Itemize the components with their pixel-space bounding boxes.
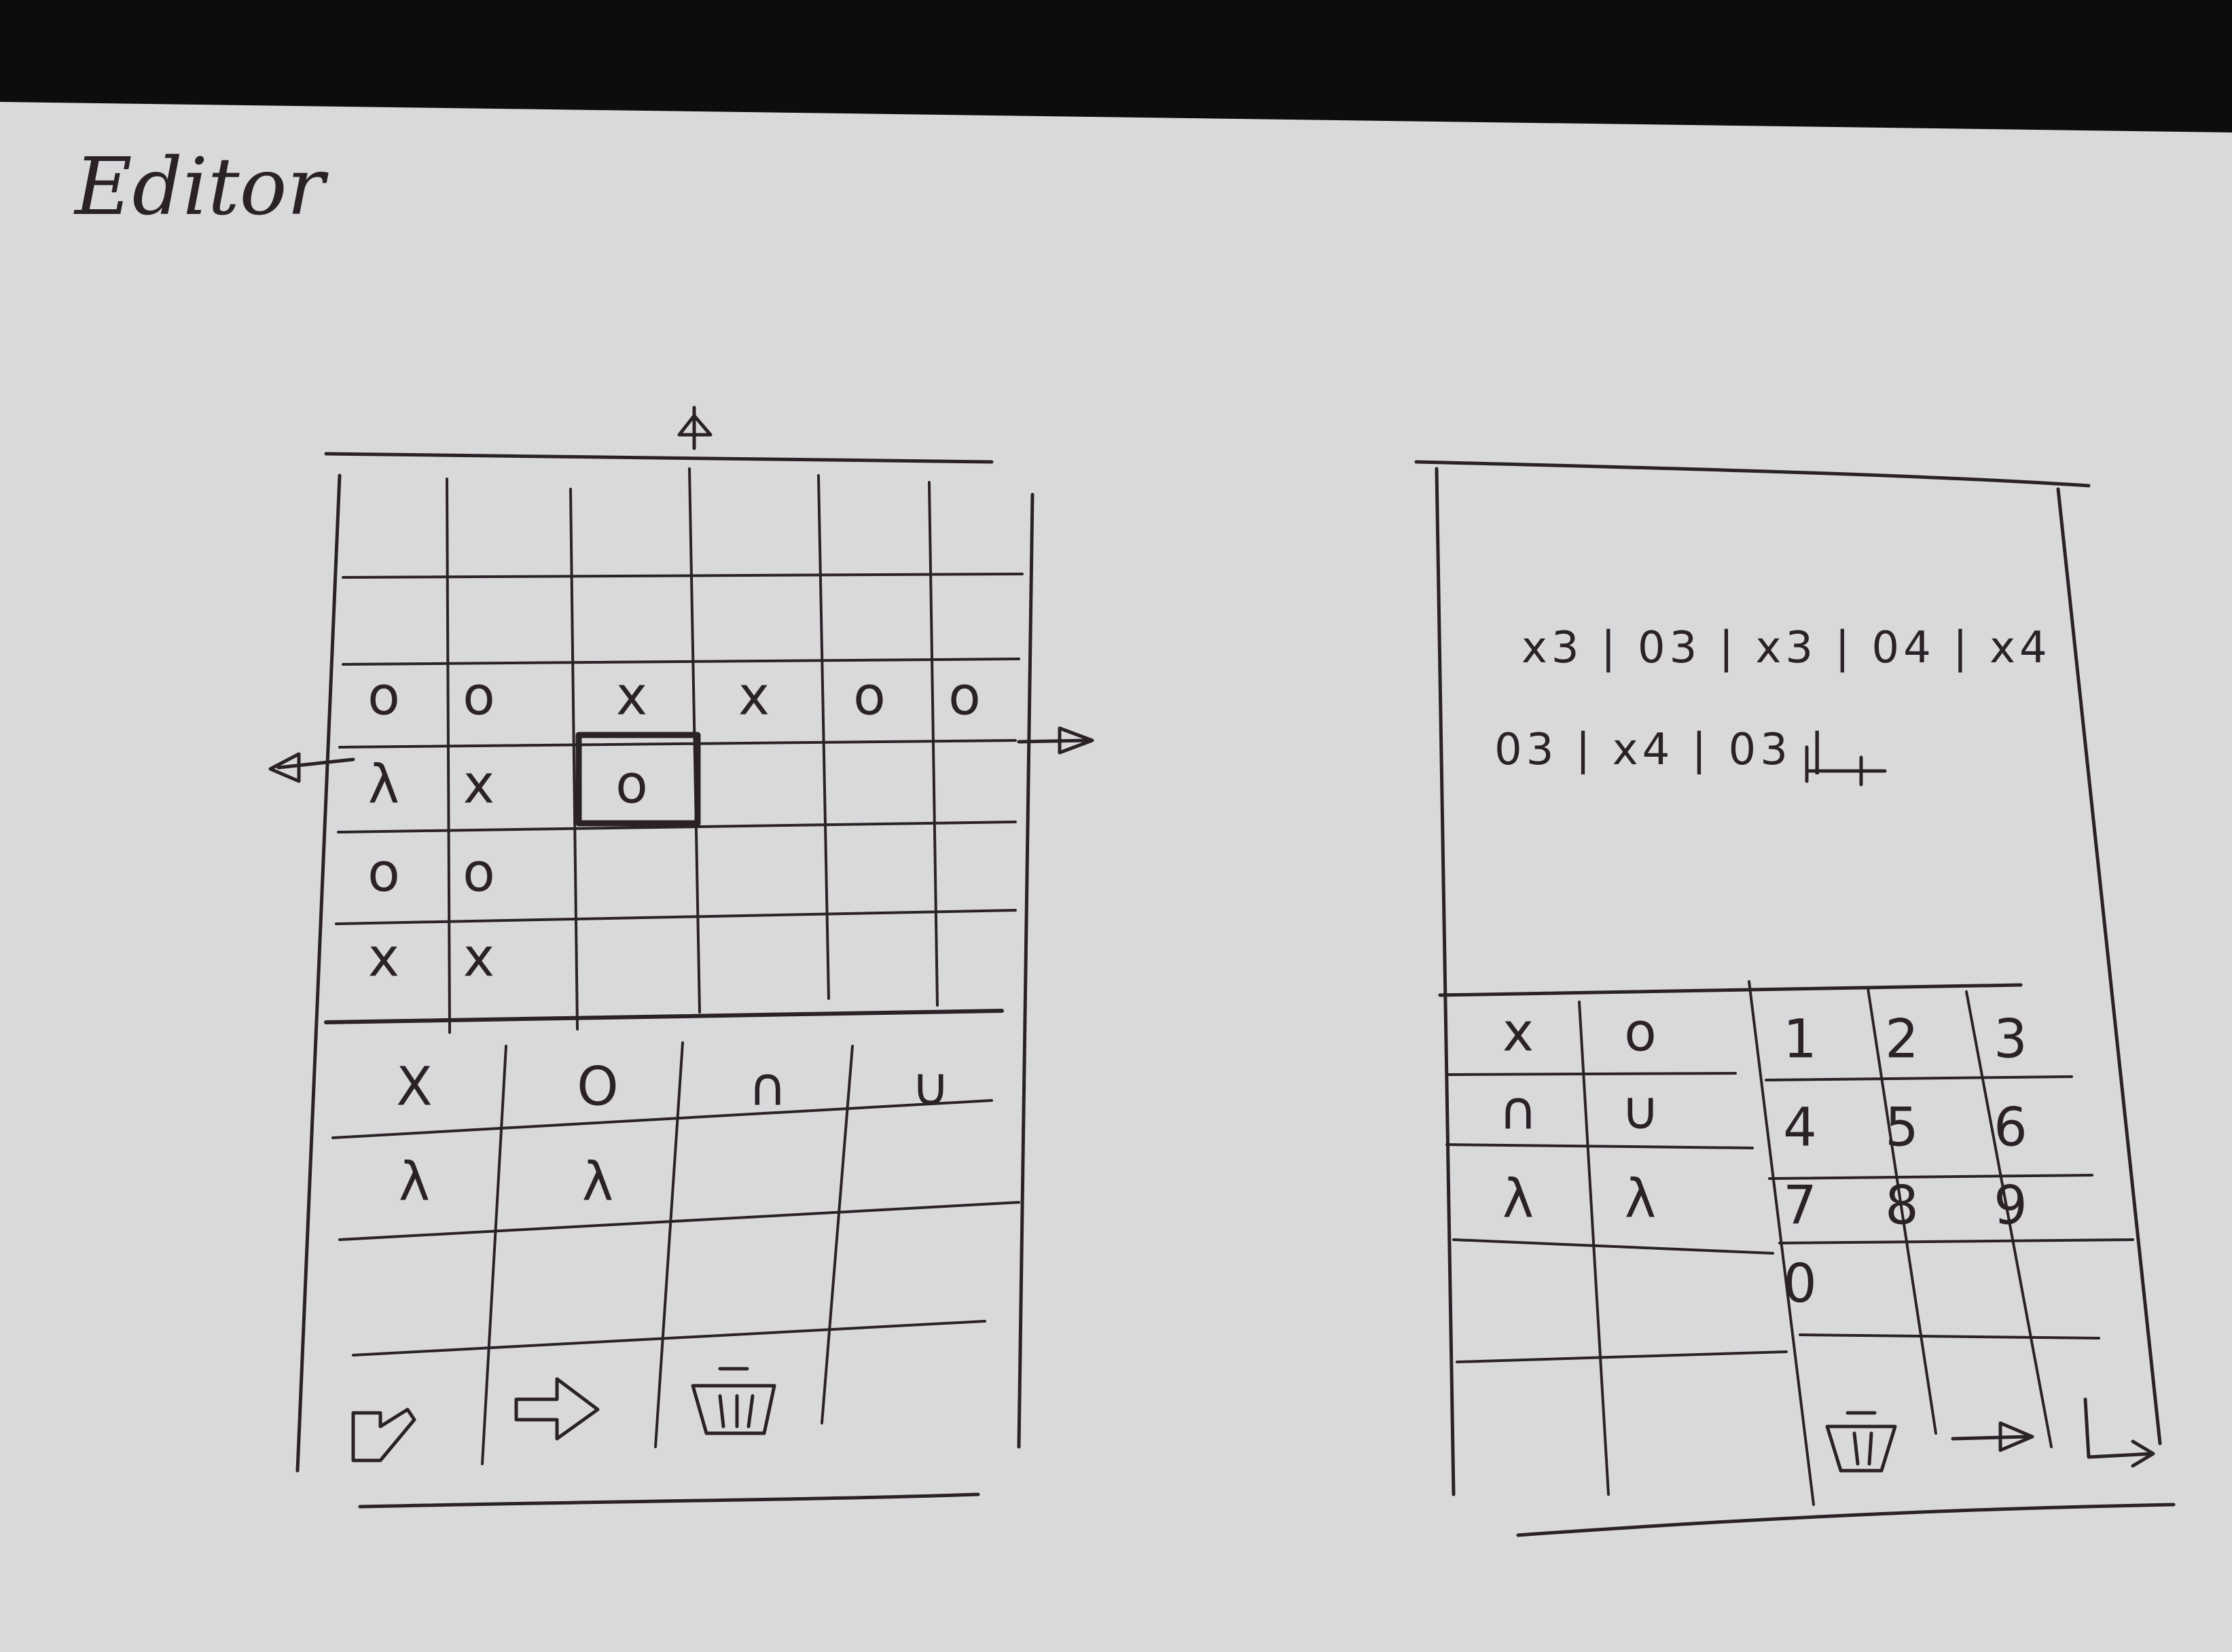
number-key[interactable]: 3 (1994, 1009, 2028, 1070)
symbol-palette[interactable]: X O ∩ ∪ λ λ (396, 1056, 950, 1213)
grid-row-line (342, 658, 1020, 666)
selected-cell[interactable] (575, 732, 701, 827)
grid-cell-symbol[interactable]: o (463, 666, 495, 727)
left-top-edge (324, 452, 994, 464)
grid-col-line (569, 488, 579, 1030)
keyboard-col-line (1867, 987, 1937, 1435)
number-key[interactable]: 8 (1885, 1175, 1919, 1236)
grid-col-line (446, 478, 451, 1034)
grid-divider (324, 1009, 1004, 1024)
left-right-edge (1017, 492, 1034, 1449)
number-pad[interactable]: 1 2 3 4 5 6 7 8 9 0 (1783, 1009, 2028, 1314)
grid-cell-symbol[interactable]: o (615, 754, 648, 815)
enter-icon (1805, 745, 1887, 787)
symbol-key[interactable]: o (1624, 1002, 1657, 1063)
symbol-key[interactable]: ∩ (1498, 1080, 1537, 1141)
number-key[interactable]: 4 (1783, 1097, 1817, 1158)
symbol-key[interactable]: λ (1502, 1168, 1534, 1229)
sequence-line: x3 | 03 | x3 | 04 | x4 (1522, 623, 2051, 673)
grid-cell-symbol[interactable]: x (738, 666, 770, 727)
palette-row-line (338, 1201, 1020, 1241)
numpad-row-line (1765, 1075, 2073, 1081)
number-key[interactable]: 1 (1783, 1009, 1817, 1070)
enter-icon[interactable] (2083, 1397, 2155, 1468)
symbol-key[interactable]: x (1502, 1002, 1534, 1063)
arrow-right-icon[interactable] (1951, 1421, 2034, 1452)
sequence-line: 03 | x4 | 03 | (1494, 725, 1829, 775)
palette-col-line (821, 1045, 854, 1424)
right-phone-sketch: x3 | 03 | x3 | 04 | x4 03 | x4 | 03 | x o… (1414, 460, 2176, 1537)
grid-cell-symbol[interactable]: o (367, 842, 400, 903)
numpad-row-line (1799, 1333, 2100, 1340)
grid-row-line (342, 573, 1024, 579)
grid-cell-symbol[interactable]: o (463, 842, 495, 903)
grid-col-line (928, 481, 939, 1007)
grid-col-line (817, 474, 830, 1000)
trash-icon[interactable] (691, 1367, 776, 1435)
number-key[interactable]: 9 (1994, 1175, 2028, 1236)
palette-symbol[interactable]: X (396, 1056, 432, 1117)
keyboard-row-line (1445, 1143, 1754, 1149)
keyboard-row-line (1445, 1072, 1737, 1076)
symbol-key[interactable]: ∪ (1621, 1080, 1659, 1141)
grid-cell-symbol[interactable]: o (367, 666, 400, 727)
grid-cell-symbol[interactable]: x (463, 754, 494, 815)
grid-row-line (337, 821, 1017, 833)
right-top-edge (1414, 460, 2091, 488)
palette-symbol[interactable]: ∩ (748, 1056, 787, 1117)
right-arrow-icon[interactable] (1017, 726, 1094, 755)
up-arrow-icon[interactable] (677, 406, 713, 450)
grid-cell-symbol[interactable]: x (463, 927, 494, 988)
right-arrow-icon[interactable] (514, 1377, 600, 1441)
palette-col-line (481, 1045, 507, 1465)
outline-arrow-icon[interactable] (351, 1407, 416, 1462)
palette-row-line (331, 1099, 993, 1139)
palette-col-line (654, 1041, 684, 1448)
numpad-row-line (1778, 1238, 2134, 1244)
number-key[interactable]: 0 (1783, 1253, 1817, 1314)
right-left-edge (1435, 467, 1456, 1496)
grid-cell-symbol[interactable]: o (948, 666, 981, 727)
right-bottom-edge (1516, 1503, 2176, 1537)
symbol-pad[interactable]: x o ∩ ∪ λ λ (1498, 1002, 1659, 1229)
grid-cell-symbol[interactable]: o (853, 666, 886, 727)
left-bottom-edge (358, 1492, 980, 1509)
symbol-key[interactable]: λ (1625, 1168, 1656, 1229)
palette-symbol[interactable]: ∪ (911, 1056, 950, 1117)
keyboard-top-line (1438, 983, 2023, 997)
keyboard-col-line (1965, 990, 2053, 1448)
left-arrow-icon[interactable] (268, 752, 355, 783)
numpad-row-line (1768, 1174, 2093, 1180)
number-key[interactable]: 5 (1885, 1097, 1919, 1158)
trash-icon[interactable] (1825, 1411, 1897, 1473)
grid-row-line (335, 909, 1017, 925)
grid-cell-symbol[interactable]: x (368, 927, 399, 988)
number-key[interactable]: 2 (1885, 1009, 1919, 1070)
number-key[interactable]: 7 (1783, 1175, 1817, 1236)
keyboard-row-line (1452, 1238, 1774, 1255)
palette-symbol[interactable]: O (577, 1056, 618, 1117)
grid-cell-symbol[interactable]: λ (368, 754, 399, 815)
palette-symbol[interactable]: λ (582, 1151, 613, 1213)
left-left-edge (295, 473, 342, 1473)
grid-cell-symbol[interactable]: x (616, 666, 647, 727)
right-right-edge (2056, 487, 2162, 1446)
keyboard-row-line (1456, 1350, 1788, 1363)
palette-row-line (352, 1320, 986, 1357)
page-title: Editor (73, 141, 329, 233)
number-key[interactable]: 6 (1994, 1097, 2028, 1158)
paper-sheet (0, 102, 2232, 1652)
keyboard-col-line (1578, 1001, 1610, 1496)
palette-symbol[interactable]: λ (399, 1151, 430, 1213)
grid-row-line (338, 739, 1017, 749)
